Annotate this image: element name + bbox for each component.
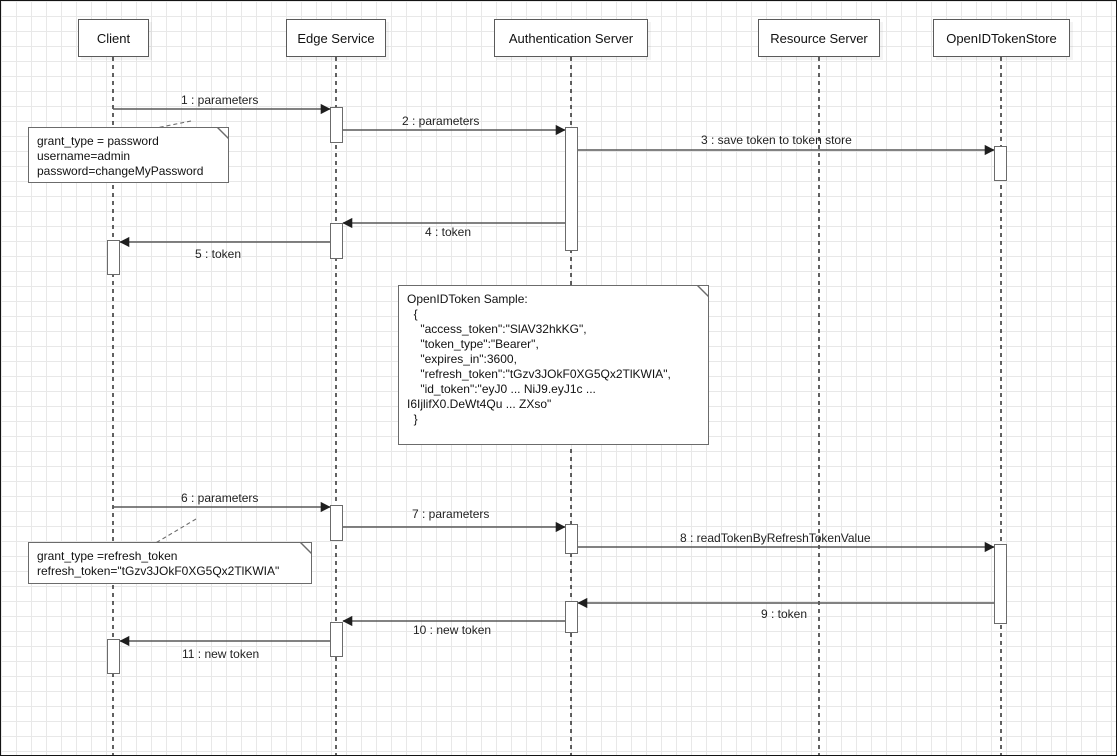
message-label-6: 6 : parameters xyxy=(181,491,259,505)
lifeline-label: Edge Service xyxy=(297,30,375,46)
message-arrowhead-3 xyxy=(984,144,995,156)
message-label-4: 4 : token xyxy=(425,225,472,239)
message-arrowhead-9 xyxy=(577,597,588,609)
note-text: OpenIDToken Sample: { "access_token":"Sl… xyxy=(407,292,671,426)
activation-bar-act-auth-2[interactable] xyxy=(565,524,578,554)
message-label-8: 8 : readTokenByRefreshTokenValue xyxy=(680,531,871,545)
lifeline-label: Authentication Server xyxy=(508,30,634,46)
note-openid-token-sample[interactable]: OpenIDToken Sample: { "access_token":"Sl… xyxy=(398,285,709,445)
message-label-10: 10 : new token xyxy=(413,623,492,637)
activation-bar-act-auth-3[interactable] xyxy=(565,601,578,633)
note-text: grant_type = password username=admin pas… xyxy=(37,134,204,178)
activation-bar-act-client-2[interactable] xyxy=(107,639,120,674)
activation-bar-act-store-2[interactable] xyxy=(994,544,1007,624)
activation-bar-act-client-1[interactable] xyxy=(107,240,120,275)
message-arrowhead-7 xyxy=(555,521,566,533)
activation-bar-act-edge-1[interactable] xyxy=(330,107,343,143)
lifeline-header-tokenstore[interactable]: OpenIDTokenStore xyxy=(933,19,1070,57)
note-password-grant[interactable]: grant_type = password username=admin pas… xyxy=(28,127,229,183)
message-arrowhead-2 xyxy=(555,124,566,136)
message-arrowhead-1 xyxy=(320,103,331,115)
note-text: grant_type =refresh_token refresh_token=… xyxy=(37,549,280,578)
message-arrowhead-10 xyxy=(342,615,353,627)
message-arrowhead-8 xyxy=(984,541,995,553)
message-label-11: 11 : new token xyxy=(182,647,260,661)
activation-bar-act-store-1[interactable] xyxy=(994,146,1007,181)
message-arrowhead-11 xyxy=(119,635,130,647)
activation-bar-act-edge-3[interactable] xyxy=(330,505,343,541)
message-label-1: 1 : parameters xyxy=(181,93,259,107)
lifeline-label: Resource Server xyxy=(770,30,868,46)
message-arrowhead-6 xyxy=(320,501,331,513)
message-arrowhead-4 xyxy=(342,217,353,229)
message-label-7: 7 : parameters xyxy=(412,507,490,521)
lifeline-label: Client xyxy=(96,30,131,46)
activation-bar-act-edge-4[interactable] xyxy=(330,622,343,657)
note-refresh-grant[interactable]: grant_type =refresh_token refresh_token=… xyxy=(28,542,312,584)
activation-bar-act-auth-1[interactable] xyxy=(565,127,578,251)
lifeline-label: OpenIDTokenStore xyxy=(946,30,1057,46)
lifeline-header-auth[interactable]: Authentication Server xyxy=(494,19,648,57)
message-label-5: 5 : token xyxy=(195,247,242,261)
lifeline-header-client[interactable]: Client xyxy=(78,19,149,57)
message-label-2: 2 : parameters xyxy=(402,114,480,128)
message-label-9: 9 : token xyxy=(761,607,808,621)
note-folded-corner-icon xyxy=(299,543,311,555)
lifeline-header-resource[interactable]: Resource Server xyxy=(758,19,880,57)
activation-bar-act-edge-2[interactable] xyxy=(330,223,343,259)
note-folded-corner-icon xyxy=(216,128,228,140)
message-label-3: 3 : save token to token store xyxy=(701,133,852,147)
message-arrowhead-5 xyxy=(119,236,130,248)
lifeline-header-edge[interactable]: Edge Service xyxy=(286,19,386,57)
note-folded-corner-icon xyxy=(696,286,708,298)
note-connector-note-refresh-grant xyxy=(153,518,197,545)
